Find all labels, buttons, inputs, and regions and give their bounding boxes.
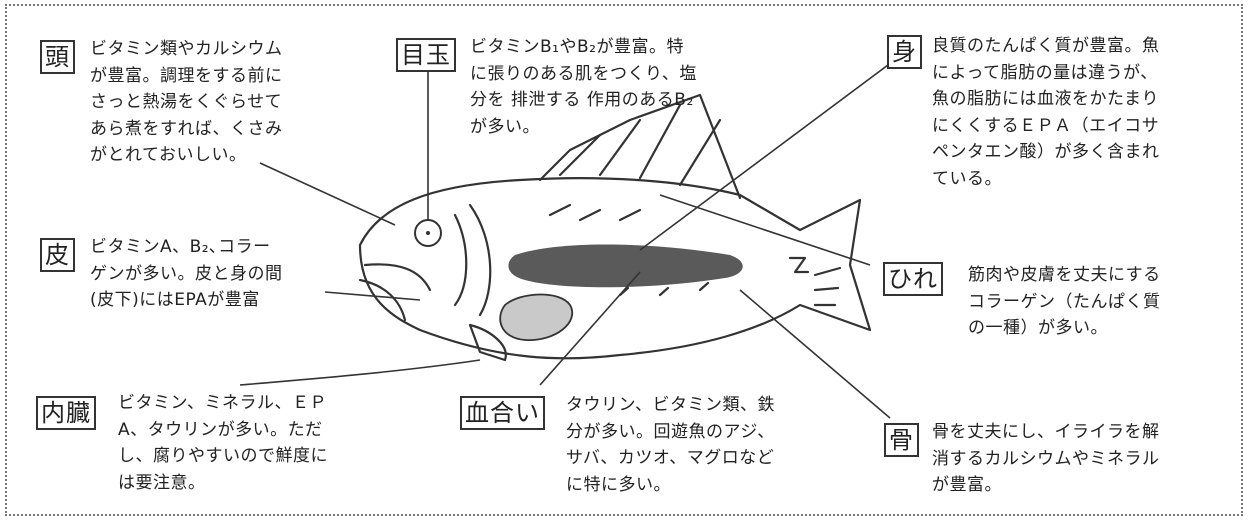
text-head: ビタミン類やカルシウム が豊富。調理をする前に さっと熱湯をくぐらせて あら煮を…: [90, 39, 283, 165]
gill-line: [468, 203, 492, 317]
label-bone: 骨: [884, 423, 919, 457]
text-fin: 筋肉や皮膚を丈夫にする コラーゲン（たんぱく質 の一種）が多い。: [968, 265, 1161, 338]
label-skin: 皮: [40, 238, 75, 272]
text-eye: ビタミンB₁やB₂が豊富。特 に張りのある肌をつくり、塩 分を 排泄する 作用の…: [470, 37, 697, 137]
blood-band: [508, 244, 743, 288]
pectoral-fin: [468, 323, 507, 362]
label-eye: 目玉: [396, 38, 456, 72]
label-fin: ひれ: [883, 262, 943, 296]
organs-blob: [499, 293, 573, 341]
label-flesh: 身: [887, 35, 922, 69]
label-head: 頭: [40, 40, 75, 74]
label-blood: 血合い: [460, 396, 545, 430]
fish-body-outline: [358, 177, 872, 360]
text-skin: ビタミンA、B₂､コラー ゲンが多い。皮と身の間 (皮下)にはEPAが豊富: [90, 237, 283, 310]
leader-lines: [239, 61, 893, 419]
text-flesh: 良質のたんぱく質が豊富。魚 によって脂肪の量は違うが、 魚の脂肪には血液をかたま…: [932, 36, 1160, 189]
label-organs: 内臓: [36, 396, 96, 430]
dotted-frame: [5, 4, 1243, 516]
text-organs: ビタミン、ミネラル、ＥＰ A、タウリンが多い。ただ し、腐りやすいので鮮度に は…: [118, 393, 328, 493]
text-blood: タウリン、ビタミン類、鉄 分が多い。回遊魚のアジ、 サバ、カツオ、マグロなど に…: [566, 395, 775, 495]
text-bone: 骨を丈夫にし、イライラを解 消するカルシウムやミネラル が豊富。: [932, 422, 1160, 495]
